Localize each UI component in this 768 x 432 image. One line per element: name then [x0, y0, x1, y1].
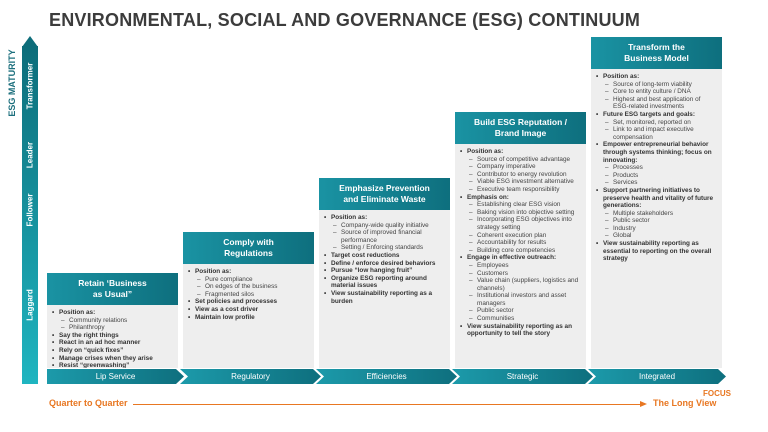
stage-bullet: Maintain low profile: [188, 314, 309, 322]
stage-body-reputation: Position as:Source of competitive advant…: [455, 144, 586, 368]
stage-body-business-as-usual: Position as:Community relationsPhilanthr…: [47, 305, 178, 368]
chevron-efficiencies: Efficiencies: [316, 369, 457, 384]
stage-sub-bullet: Core to entity culture / DNA: [603, 88, 717, 96]
stage-sub-bullet: Accountability for results: [467, 239, 581, 247]
stage-sub-bullet: Incorporating ESG objectives into strate…: [467, 216, 581, 231]
stage-bullet-list: Position as:Community relationsPhilanthr…: [52, 309, 173, 368]
stage-header-reputation: Build ESG Reputation / Brand Image: [455, 112, 586, 144]
chevron-integrated: Integrated: [588, 369, 726, 384]
maturity-arrow-head: [22, 36, 38, 47]
level-follower: Follower: [25, 193, 35, 227]
stage-sub-bullet: Source of competitive advantage: [467, 156, 581, 164]
stage-bullet: Position as:: [188, 268, 309, 276]
stage-bullet: Position as:: [324, 214, 445, 222]
horizon-arrow-head: [640, 401, 647, 407]
stage-sub-bullet: Set, monitored, reported on: [603, 119, 717, 127]
maturity-arrow: [22, 36, 38, 384]
stage-sub-bullet: Services: [603, 179, 717, 187]
stage-sub-bullet: Public sector: [467, 307, 581, 315]
stage-bullet: Position as:: [460, 148, 581, 156]
stage-bullet-list: Position as:Company-wide quality initiat…: [324, 214, 445, 305]
stage-bullet-list: Position as:Source of competitive advant…: [460, 148, 581, 338]
stage-sub-bullet: Public sector: [603, 217, 717, 225]
stage-sub-bullet: Industry: [603, 225, 717, 233]
stage-sub-bullet: Philanthropy: [59, 324, 173, 332]
stage-bullet-list: Position as:Pure complianceOn edges of t…: [188, 268, 309, 322]
stage-bullet: Rely on “quick fixes”: [52, 347, 173, 355]
stage-sub-bullet: Multiple stakeholders: [603, 210, 717, 218]
chevron-regulatory: Regulatory: [180, 369, 321, 384]
stage-sub-bullet: Pure compliance: [195, 276, 309, 284]
stage-body-prevention: Position as:Company-wide quality initiat…: [319, 210, 450, 368]
stage-bullet: Define / enforce desired behaviors: [324, 260, 445, 268]
stage-sub-bullet: Customers: [467, 270, 581, 278]
stage-bullet: View sustainability reporting as a burde…: [324, 290, 445, 305]
stage-bullet: Support partnering initiatives to preser…: [596, 187, 717, 210]
stage-bullet: Position as:: [596, 73, 717, 81]
stage-sub-bullet: Source of long-term viability: [603, 81, 717, 89]
stage-header-prevention: Emphasize Prevention and Eliminate Waste: [319, 178, 450, 210]
stage-bullet-list: Position as:Source of long-term viabilit…: [596, 73, 717, 263]
stage-bullet: Manage crises when they arise: [52, 355, 173, 363]
stage-sub-bullet: Highest and best application of ESG-rela…: [603, 96, 717, 111]
chevron-lip-service: Lip Service: [47, 369, 184, 384]
stage-body-transform: Position as:Source of long-term viabilit…: [591, 69, 722, 368]
stage-bullet: React in an ad hoc manner: [52, 339, 173, 347]
stage-sub-bullet: Company imperative: [467, 163, 581, 171]
stage-sub-bullet: Establishing clear ESG vision: [467, 201, 581, 209]
level-laggard: Laggard: [25, 289, 35, 321]
stage-bullet: Organize ESG reporting around material i…: [324, 275, 445, 290]
stage-bullet: Set policies and processes: [188, 298, 309, 306]
stage-sub-bullet: Fragmented silos: [195, 291, 309, 299]
stage-sub-bullet: Building core competencies: [467, 247, 581, 255]
stage-sub-bullet: Source of improved financial performance: [331, 229, 445, 244]
stage-sub-bullet: Employees: [467, 262, 581, 270]
focus-label: FOCUS: [703, 389, 731, 398]
stage-bullet: Position as:: [52, 309, 173, 317]
horizon-arrow-line: [133, 404, 641, 405]
stage-sub-bullet: Community relations: [59, 317, 173, 325]
stage-sub-bullet: Communities: [467, 315, 581, 323]
stage-bullet: Emphasis on:: [460, 194, 581, 202]
stage-sub-bullet: Coherent execution plan: [467, 232, 581, 240]
stage-sub-bullet: On edges of the business: [195, 283, 309, 291]
stage-bullet: Empower entrepreneurial behavior through…: [596, 141, 717, 164]
stage-sub-bullet: Baking vision into objective setting: [467, 209, 581, 217]
stage-header-comply: Comply with Regulations: [183, 232, 314, 264]
stage-sub-bullet: Processes: [603, 164, 717, 172]
stage-sub-bullet: Company-wide quality initiative: [331, 222, 445, 230]
stage-bullet: Pursue “low hanging fruit”: [324, 267, 445, 275]
horizon-left-label: Quarter to Quarter: [49, 398, 128, 408]
chevron-strategic: Strategic: [452, 369, 593, 384]
stage-header-business-as-usual: Retain ‘Business as Usual”: [47, 273, 178, 305]
esg-maturity-axis-label: ESG MATURITY: [7, 49, 17, 117]
stage-sub-bullet: Products: [603, 172, 717, 180]
stage-sub-bullet: Global: [603, 232, 717, 240]
stage-bullet: Say the right things: [52, 332, 173, 340]
page-title: ENVIRONMENTAL, SOCIAL AND GOVERNANCE (ES…: [49, 10, 641, 30]
stage-sub-bullet: Viable ESG investment alternative: [467, 178, 581, 186]
horizon-right-label: The Long View: [653, 398, 717, 408]
stage-header-transform: Transform the Business Model: [591, 37, 722, 69]
stage-bullet: Resist “greenwashing”: [52, 362, 173, 368]
maturity-arrow-shaft: [22, 46, 38, 384]
stage-body-comply: Position as:Pure complianceOn edges of t…: [183, 264, 314, 368]
stage-bullet: View as a cost driver: [188, 306, 309, 314]
stage-sub-bullet: Institutional investors and asset manage…: [467, 292, 581, 307]
stage-bullet: View sustainability reporting as an oppo…: [460, 323, 581, 338]
stage-sub-bullet: Executive team responsibility: [467, 186, 581, 194]
stage-sub-bullet: Link to and impact executive compensatio…: [603, 126, 717, 141]
stage-sub-bullet: Contributor to energy revolution: [467, 171, 581, 179]
stage-bullet: Engage in effective outreach:: [460, 254, 581, 262]
stage-bullet: Target cost reductions: [324, 252, 445, 260]
stage-sub-bullet: Value chain (suppliers, logistics and ch…: [467, 277, 581, 292]
stage-bullet: Future ESG targets and goals:: [596, 111, 717, 119]
stage-bullet: View sustainability reporting as essenti…: [596, 240, 717, 263]
level-transformer: Transformer: [25, 62, 35, 110]
stage-sub-bullet: Setting / Enforcing standards: [331, 244, 445, 252]
